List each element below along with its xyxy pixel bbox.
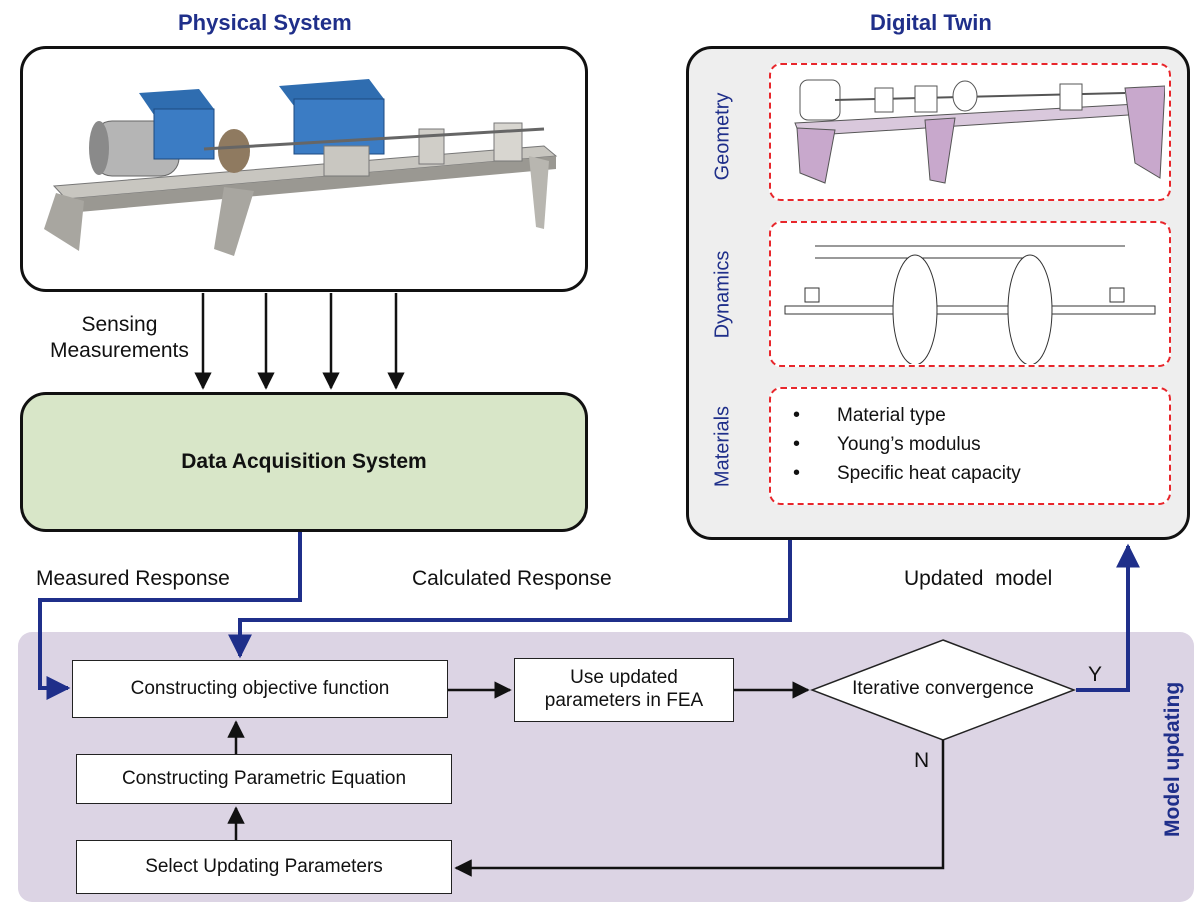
materials-panel: Material type Young’s modulus Specific h… [769,387,1171,505]
no-label: N [914,749,930,772]
sensing-measurements-label: Sensing Measurements [50,312,189,365]
geometry-model-image [794,79,1165,184]
physical-system-box [20,46,588,292]
sensing-label-line1: Sensing [81,313,158,336]
material-item: Material type [789,404,1021,427]
parametric-equation-box: Constructing Parametric Equation [76,754,452,804]
material-item: Young’s modulus [789,433,1021,456]
measured-response-label: Measured Response [36,567,230,590]
model-updating-title: Model updating [1161,681,1184,837]
use-parameters-box: Use updated parameters in FEA [514,658,734,722]
data-acquisition-box: Data Acquisition System [20,392,588,532]
updated-model-label: Updated model [904,567,1053,590]
geometry-panel [769,63,1171,201]
physical-system-title: Physical System [178,10,352,35]
sensing-label-line2: Measurements [50,339,189,363]
geometry-label: Geometry [711,92,734,181]
test-rig-image [44,79,558,256]
rotor-dynamics-diagram [784,245,1156,364]
calculated-response-label: Calculated Response [412,567,612,590]
select-parameters-box: Select Updating Parameters [76,840,452,894]
dynamics-panel [769,221,1171,367]
yes-label: Y [1088,663,1103,686]
dynamics-label: Dynamics [711,250,734,339]
materials-label: Materials [711,405,734,488]
data-acquisition-label: Data Acquisition System [181,450,427,473]
material-list: Material type Young’s modulus Specific h… [789,404,1021,492]
objective-function-box: Constructing objective function [72,660,448,718]
digital-twin-box: Material type Young’s modulus Specific h… [686,46,1190,540]
digital-twin-title: Digital Twin [870,10,992,35]
material-item: Specific heat capacity [789,462,1021,485]
convergence-label: Iterative convergence [852,678,1034,699]
